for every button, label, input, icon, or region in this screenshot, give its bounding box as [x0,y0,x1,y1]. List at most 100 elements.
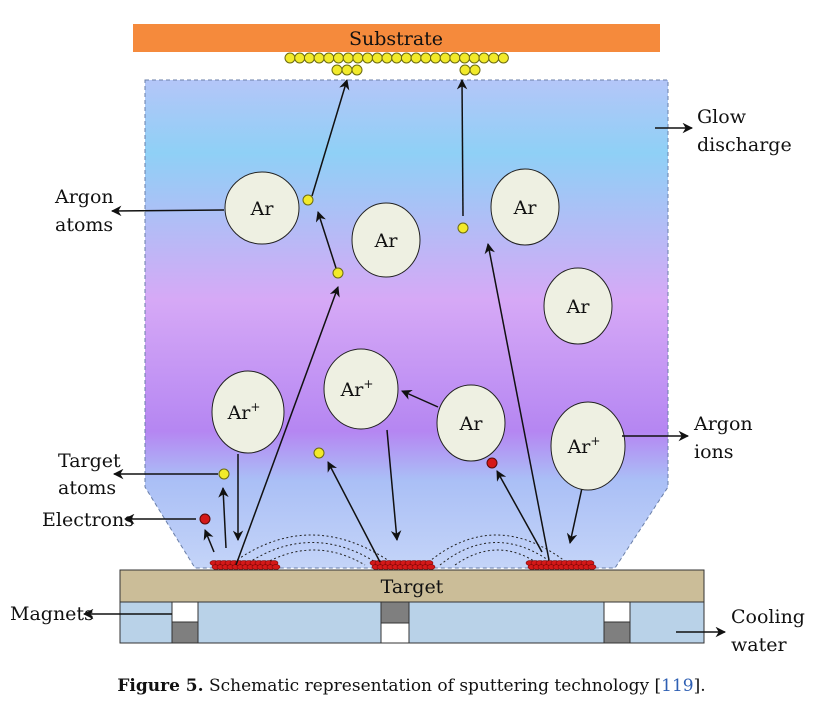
film-atom [303,52,315,64]
film-atom [469,64,481,76]
svg-text:Ar+: Ar+ [340,377,374,401]
electron [199,513,211,525]
argon-atom: Ar [224,171,300,245]
film-atom [468,52,480,64]
argon-ions-label: ions [694,441,734,463]
film-atom [333,52,344,64]
film-atom [488,52,500,64]
argon-atoms-label: Argon [54,186,114,208]
erosion-zones [209,560,597,570]
arrow-target-to-electron-right [496,470,543,553]
magnets-label: Magnets [10,603,94,625]
film-atom [341,64,353,76]
film-atom [410,52,422,64]
target-atoms-label: Target [58,450,121,472]
label-pointers [82,122,727,638]
arrow-atom-to-substrate-right [456,78,468,217]
substrate: Substrate [133,24,660,52]
film-atom [449,52,461,64]
arrow-ar-to-atom [315,211,337,269]
sputtered-atoms [218,194,469,480]
sputtered-atom [313,447,325,459]
film-atom [352,52,364,64]
substrate-label: Substrate [349,28,443,50]
cooling-water-label: water [731,634,787,656]
arrow-target-to-left-atom [218,486,229,549]
glow-discharge-label: Glow [697,106,747,128]
magnet-left [171,601,199,644]
argon-particles: Ar Ar Ar Ar Ar Ar+ Ar+ Ar+ [211,168,626,491]
electrons [199,457,498,525]
arrow-target-to-electron [203,529,215,553]
film-atom [381,52,393,64]
sputtered-atom [457,222,469,234]
target-label: Target [381,576,444,598]
erosion-mark [426,564,436,570]
film-atom [400,52,412,64]
argon-ion: Ar+ [550,401,626,491]
film-atom [371,52,383,64]
electrons-label: Electrons [42,509,134,531]
svg-text:Ar+: Ar+ [227,400,261,424]
film-atom [342,52,354,64]
glow-discharge-label: discharge [697,134,792,156]
argon-ions-label: Argon [693,413,753,435]
target-atoms-label: atoms [58,477,116,499]
sputtered-atom [302,194,314,206]
argon-atom: Ar [543,267,613,345]
arrow-target-to-center-atom [327,461,381,563]
target-bar [119,569,705,603]
argon-atom: Ar [490,168,560,246]
trajectory-arrows [203,78,583,566]
caption-end: ]. [693,676,706,696]
film-atom [294,52,306,64]
film-atom [351,64,363,76]
substrate-bar [133,24,660,52]
erosion-mark [587,564,597,570]
deposited-film [284,52,509,76]
film-atom [459,64,471,76]
film-atom [323,52,335,64]
figure-number: Figure 5. [117,676,204,696]
cooling-water-label: Cooling [731,606,805,628]
argon-ion: Ar+ [211,370,285,454]
film-atom [430,52,441,64]
svg-text:Ar+: Ar+ [567,434,601,458]
arrow-atom-to-substrate-left [311,78,350,197]
film-atom [478,52,490,64]
reference-link[interactable]: 119 [661,676,694,696]
arrow-ion-to-target-right [566,487,583,545]
svg-text:Ar: Ar [459,413,484,435]
arrow-target-to-atom [235,286,340,566]
film-atom [362,52,374,64]
svg-text:Ar: Ar [513,197,538,219]
argon-atom: Ar [351,202,421,278]
argon-atoms-label: atoms [55,214,113,236]
caption-text: Schematic representation of sputtering t… [203,676,662,696]
electron [486,457,498,469]
magnet-center [380,601,410,644]
erosion-mark [271,564,281,570]
arrow-ion-to-target-center [386,429,402,542]
arrow-ar-to-ar-plus [401,390,439,408]
film-atom [391,52,403,64]
svg-text:Ar: Ar [566,296,591,318]
arrow-target-to-upper-atom [484,242,550,561]
film-atom [313,52,325,64]
film-atom [420,52,432,64]
figure-caption: Figure 5. Schematic representation of sp… [0,676,823,696]
side-labels: Glow discharge Argon atoms Argon ions Ta… [10,106,805,656]
svg-text:Ar: Ar [250,198,275,220]
magnet-right [603,601,631,644]
sputtered-atom [218,468,230,480]
film-atom [284,52,296,64]
svg-text:Ar: Ar [374,230,399,252]
film-atom [331,64,343,76]
film-atom [439,52,451,64]
film-atom [459,52,471,64]
argon-ion: Ar+ [323,348,399,430]
film-atom [497,52,509,64]
sputtered-atom [332,267,344,279]
target-assembly: Target [119,569,705,644]
